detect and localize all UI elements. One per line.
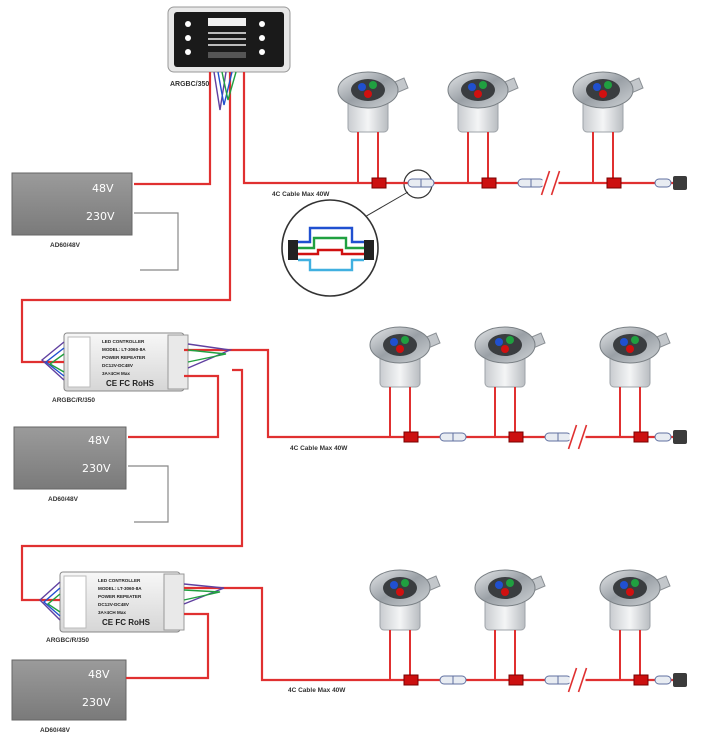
downlight-fixture [474,569,546,686]
psu-1-label: AD60/48V [50,242,81,249]
psu-2-in-label: 230V [82,462,111,475]
repeater-1-label: ARGBC/R/350 [52,397,95,404]
main-controller-label: ARGBC/350 [170,81,209,88]
repeater-1-line-5: 3A×4CH Max [102,371,130,376]
repeater-2-line-5: 3A×4CH Max [98,610,126,615]
inline-connector [517,178,545,188]
repeater-2-line-4: DC12V-DC48V [98,602,130,607]
psu-2: 48V 230V AD60/48V [13,426,127,503]
psu-2-label: AD60/48V [48,496,79,503]
cable-label-row-3: 4C Cable Max 40W [288,687,346,694]
inline-connector [439,432,467,442]
repeater-1-line-2: MODEL: LT-3060-8A [102,347,146,352]
psu-3-label: AD60/48V [40,727,71,734]
psu-3: 48V 230V AD60/48V [11,659,127,734]
cable-label-row-2: 4C Cable Max 40W [290,445,348,452]
repeater-1-line-1: LED CONTROLLER [102,339,145,344]
light-row-2 [369,326,687,451]
inline-connector [407,178,435,188]
repeater-2-label: ARGBC/R/350 [46,637,89,644]
end-cap-terminator [654,673,687,687]
repeater-2: LED CONTROLLER MODEL: LT-3060-8A POWER R… [46,571,185,644]
cable-label-row-1: 4C Cable Max 40W [272,191,330,198]
repeater-1-line-6: CE FC RoHS [106,379,155,388]
end-cap-terminator [654,430,687,444]
repeater-2-line-1: LED CONTROLLER [98,578,141,583]
repeater-2-line-6: CE FC RoHS [102,618,151,627]
downlight-fixture [369,569,441,686]
light-rows [337,71,687,694]
inline-connector [439,675,467,685]
inline-connector [544,432,572,442]
downlight-fixture [474,326,546,443]
repeater-1-line-3: POWER REPEATER [102,355,146,360]
main-controller: ARGBC/350 [167,6,291,88]
downlight-fixture [572,71,644,189]
downlight-fixture [337,71,409,189]
repeater-2-line-3: POWER REPEATER [98,594,142,599]
end-cap-terminator [654,176,687,190]
psu-1-in-label: 230V [86,210,115,223]
repeater-2-line-2: MODEL: LT-3060-8A [98,586,142,591]
connector-detail [281,169,433,297]
repeater-1: LED CONTROLLER MODEL: LT-3060-8A POWER R… [52,332,189,404]
inline-connector [544,675,572,685]
downlight-fixture [599,569,671,686]
rgb-fanout [38,71,237,621]
cable-break-mark [540,169,561,197]
light-row-3 [369,569,687,694]
downlight-fixture [369,326,441,443]
psu-1-out-label: 48V [92,182,114,195]
psu-3-in-label: 230V [82,696,111,709]
psu-2-out-label: 48V [88,434,110,447]
downlight-fixture [599,326,671,443]
psu-3-out-label: 48V [88,668,110,681]
downlight-fixture [447,71,519,189]
psu-1: 48V 230V AD60/48V [11,172,133,249]
cable-break-mark [567,423,588,451]
light-row-1 [337,71,687,197]
cable-break-mark [567,666,588,694]
repeater-1-line-4: DC12V-DC48V [102,363,134,368]
